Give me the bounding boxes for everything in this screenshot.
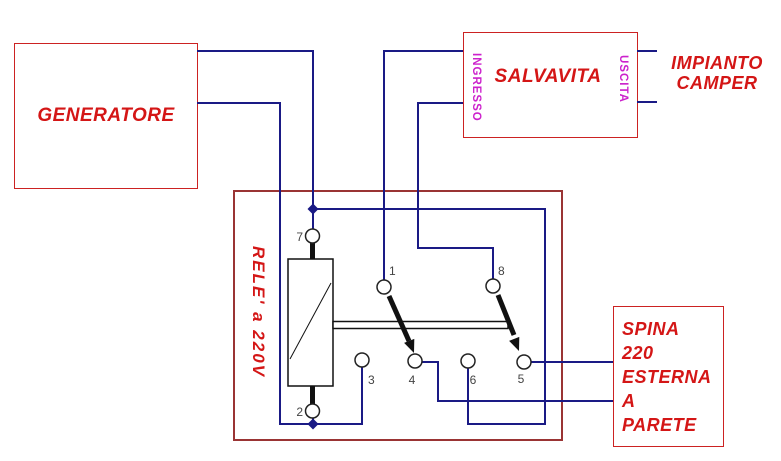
terminal-6-circle bbox=[460, 353, 476, 369]
switch-arrow-8-5-head bbox=[509, 336, 520, 351]
generator-box: GENERATORE bbox=[14, 43, 198, 189]
spina-line2: 220 bbox=[622, 343, 654, 363]
spina-line5: PARETE bbox=[622, 415, 697, 435]
wire-generator-top bbox=[197, 50, 314, 209]
junction-dot-top bbox=[307, 203, 319, 215]
wire-generator-bottom-to-terminal3 bbox=[197, 102, 363, 425]
wire-terminal4-to-spina bbox=[422, 361, 613, 402]
salvavita-label: SALVAVITA bbox=[494, 66, 602, 87]
relay-label: RELE' a 220V bbox=[249, 246, 268, 378]
salvavita-box bbox=[463, 32, 638, 138]
terminal-7-circle bbox=[304, 228, 321, 244]
relay-box bbox=[233, 190, 563, 441]
terminal-2-number: 2 bbox=[296, 405, 303, 419]
salvavita-input-label: INGRESSO bbox=[470, 52, 482, 122]
spina-line4: A bbox=[622, 391, 636, 411]
wire-salvavita-lower-input bbox=[417, 102, 494, 279]
coil-diagonal bbox=[289, 282, 332, 360]
terminal-3-number: 3 bbox=[368, 373, 375, 387]
generator-label: GENERATORE bbox=[37, 105, 175, 126]
impianto-camper-label: IMPIANTO CAMPER bbox=[655, 53, 779, 93]
spina-line3: ESTERNA bbox=[622, 367, 712, 387]
terminal-3-circle bbox=[354, 352, 370, 368]
salvavita-output-label: USCITA bbox=[617, 55, 629, 103]
wires bbox=[197, 50, 657, 425]
contact-linkage-bar bbox=[332, 320, 509, 330]
terminal-2-circle bbox=[304, 403, 321, 419]
terminal-4-number: 4 bbox=[409, 373, 416, 387]
switch-arrow-1-4-head bbox=[404, 338, 415, 353]
terminal-6-number: 6 bbox=[470, 373, 477, 387]
switch-arrows bbox=[386, 294, 520, 353]
terminal-1-number: 1 bbox=[389, 264, 396, 278]
terminal-7-number: 7 bbox=[296, 230, 303, 244]
wire-salvavita-upper-input bbox=[383, 50, 463, 280]
spina-box: SPINA 220 ESTERNA A PARETE bbox=[613, 306, 724, 447]
wire-top-rail-to-terminal6 bbox=[313, 208, 546, 425]
coil-body bbox=[287, 258, 334, 387]
junction-dot-bottom bbox=[307, 418, 319, 430]
impianto-line1: IMPIANTO bbox=[671, 53, 763, 73]
terminal-numbers: 7 1 8 2 3 4 6 5 bbox=[296, 230, 524, 419]
relay-coil bbox=[287, 242, 509, 405]
terminal-5-circle bbox=[516, 354, 532, 370]
terminal-8-circle bbox=[485, 278, 501, 294]
switch-arrow-1-4-shaft bbox=[386, 294, 412, 343]
terminal-4-circle bbox=[407, 353, 423, 369]
impianto-line2: CAMPER bbox=[676, 73, 758, 93]
terminal-1-circle bbox=[376, 279, 392, 295]
spina-line1: SPINA bbox=[622, 319, 680, 339]
terminal-5-number: 5 bbox=[518, 372, 525, 386]
terminal-8-number: 8 bbox=[498, 264, 505, 278]
relay-terminals bbox=[304, 228, 532, 419]
junction-dots bbox=[307, 203, 319, 430]
switch-arrow-8-5-shaft bbox=[495, 294, 517, 336]
